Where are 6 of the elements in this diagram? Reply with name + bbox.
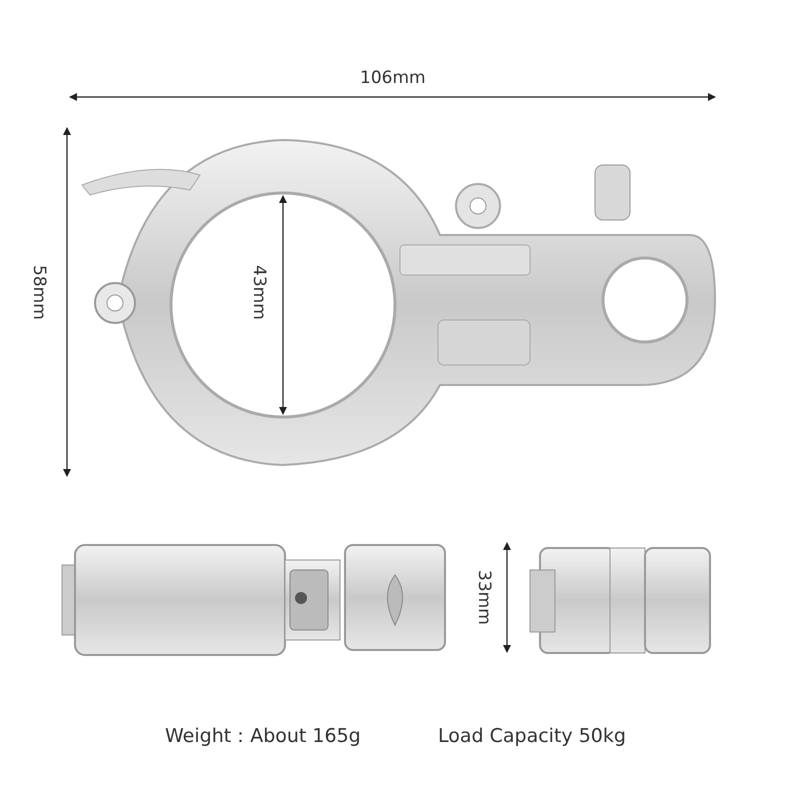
dimension-label: 43mm [250, 265, 267, 320]
load-capacity-note: Load Capacity 50kg [438, 727, 626, 746]
dimension-label: 106mm [360, 70, 426, 87]
dimension-label: 58mm [30, 265, 47, 320]
weight-note: Weight：About 165g [165, 727, 361, 746]
dimension-label: 33mm [475, 570, 492, 625]
